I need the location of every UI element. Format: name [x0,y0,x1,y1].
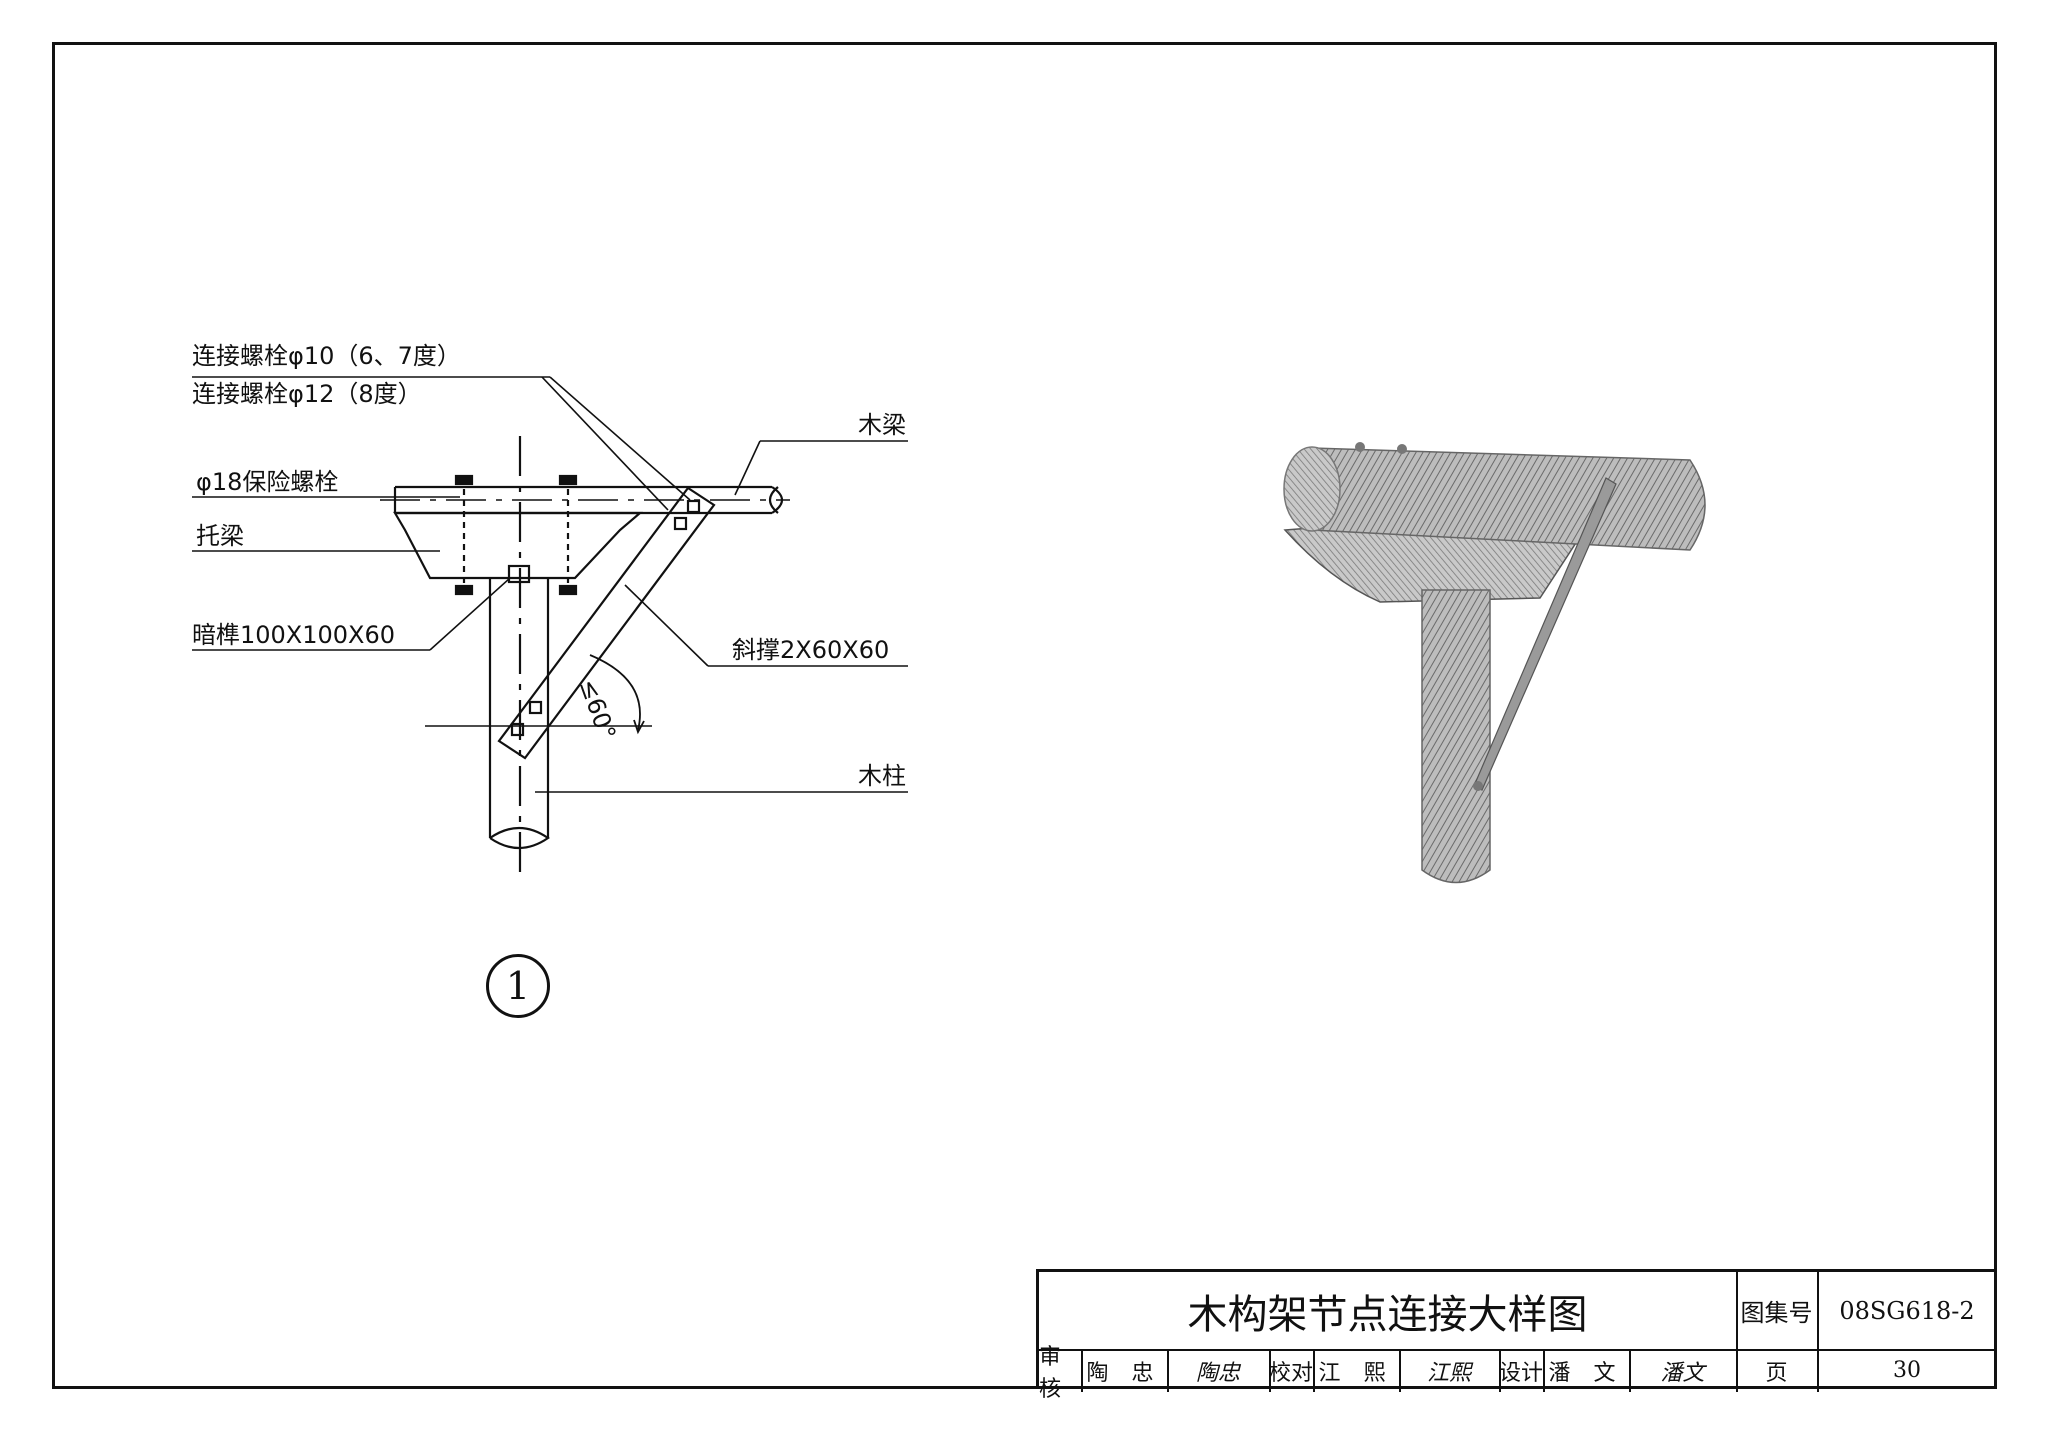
label-tenon: 暗榫100X100X60 [192,621,396,649]
page-label: 页 [1765,1360,1788,1386]
bracket-beam-shape [393,511,643,580]
joint-3d-sketch [1283,442,1706,884]
column-3d [1421,589,1491,884]
brace-3d [1473,477,1617,791]
label-wood-column: 木柱 [858,762,906,790]
label-connection-bolt-12: 连接螺栓φ12（8度） [192,380,422,408]
design-label: 设计 [1499,1360,1544,1386]
checker-name: 江 熙 [1318,1360,1394,1386]
joint-detail [192,376,908,880]
detail-number: 1 [486,954,550,1018]
label-bracket-beam: 托梁 [196,522,244,550]
review-label: 审核 [1039,1344,1062,1402]
title-block: 木构架节点连接大样图 图集号 08SG618-2 审核 陶 忠 陶忠 校对 江 … [1036,1269,1994,1402]
designer-signature: 潘文 [1660,1360,1705,1386]
label-safety-bolt: φ18保险螺栓 [196,468,339,496]
label-wood-beam: 木梁 [858,411,906,439]
reviewer-name: 陶 忠 [1086,1360,1162,1386]
label-connection-bolt-10: 连接螺栓φ10（6、7度） [192,342,461,370]
drawing-frame [52,42,1997,1389]
check-label: 校对 [1269,1360,1314,1386]
atlas-number: 08SG618-2 [1839,1296,1975,1325]
reviewer-signature: 陶忠 [1195,1360,1240,1386]
drawing-title: 木构架节点连接大样图 [1187,1291,1588,1338]
atlas-label: 图集号 [1740,1299,1813,1327]
label-brace: 斜撑2X60X60 [732,636,890,664]
page-number: 30 [1893,1358,1921,1383]
designer-name: 潘 文 [1548,1360,1624,1386]
checker-signature: 江熙 [1426,1360,1471,1386]
